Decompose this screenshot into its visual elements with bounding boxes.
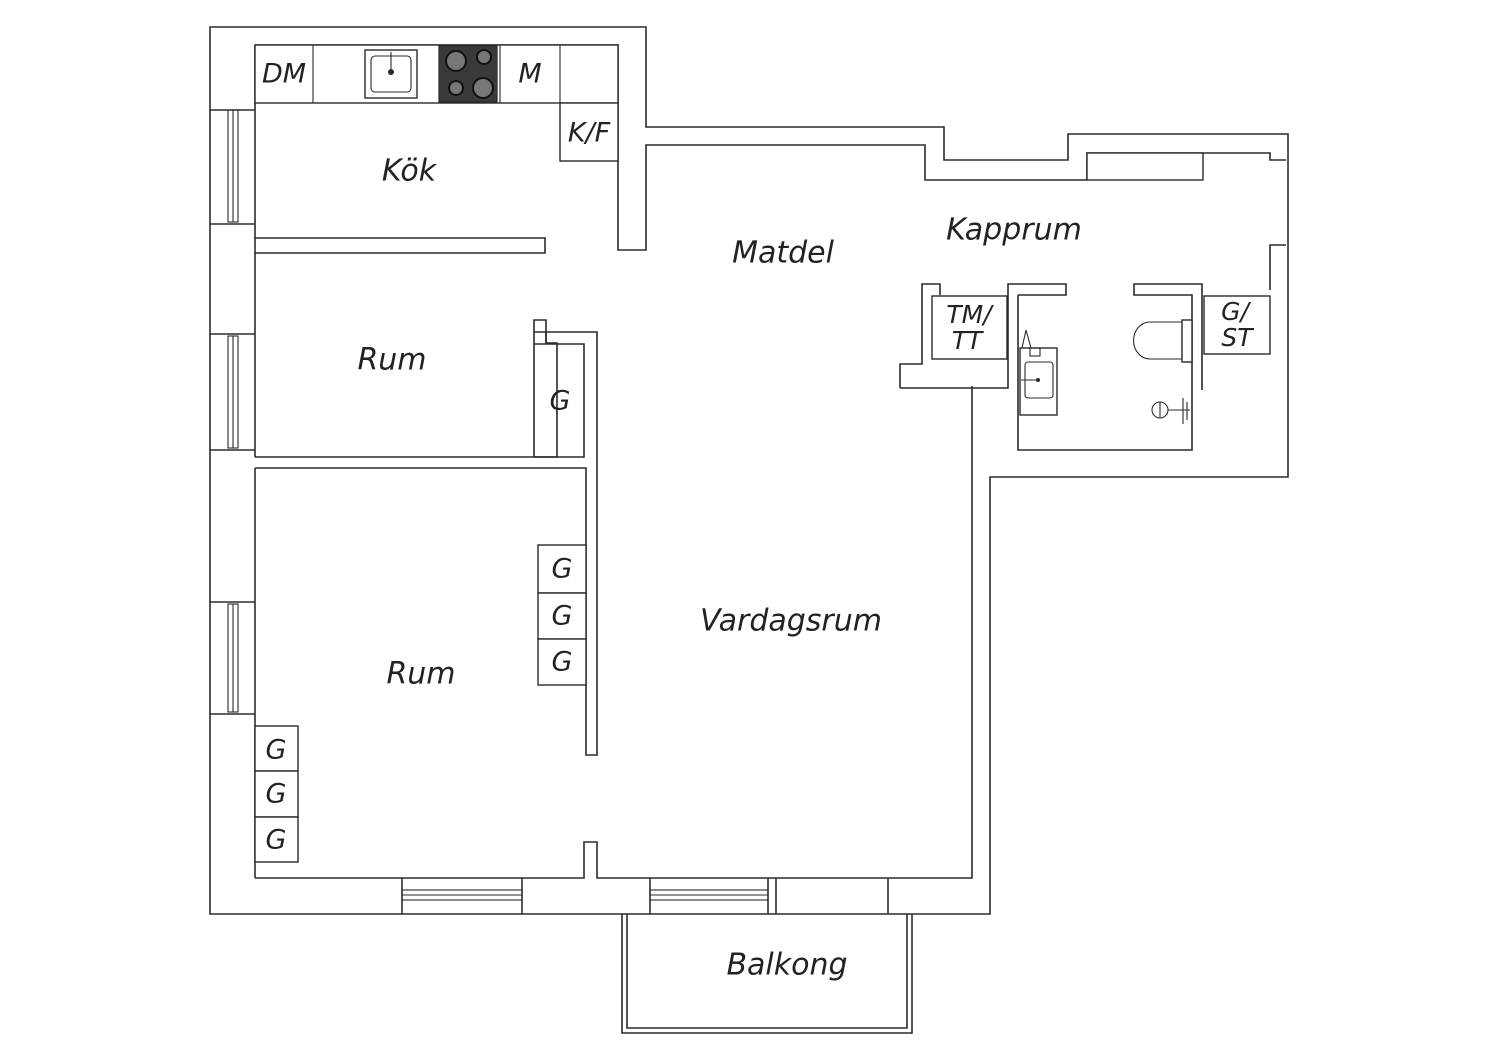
room-label-kok: Kök [382, 154, 438, 189]
microwave-label: M [518, 59, 541, 90]
windows-left [210, 109, 255, 715]
interior-walls [255, 152, 1204, 756]
wardrobe-upper-label: G [550, 386, 571, 417]
room-label-balkong: Balkong [726, 948, 847, 983]
washbasin-icon [1019, 329, 1058, 416]
wardrobe-mid-1-label: G [552, 554, 573, 585]
fridge-freezer-label: K/F [568, 118, 611, 149]
stove-icon [438, 45, 498, 103]
wardrobe-mid-2-label: G [552, 601, 573, 632]
washer-label-line1: TM/ [946, 300, 994, 329]
room-label-vardagsrum: Vardagsrum [700, 604, 882, 639]
shower-icon [1151, 398, 1190, 424]
room-labels: Kök Matdel Kapprum Rum Rum Vardagsrum Ba… [357, 154, 1081, 983]
washer-dryer: TM/ TT [931, 295, 1008, 360]
dishwasher-label: DM [262, 59, 306, 90]
kitchen-sink-icon [364, 49, 418, 99]
wardrobe-low-1-label: G [266, 735, 287, 766]
wardrobe-mid-3-label: G [552, 647, 573, 678]
balcony [621, 914, 913, 1034]
outer-walls [209, 26, 1289, 915]
washer-label-line2: TT [952, 326, 984, 355]
closet-label-line2: ST [1221, 323, 1254, 352]
kitchen-counter: DM M K/F [254, 44, 619, 162]
wardrobes-low: G G G [254, 725, 299, 863]
closet-cleaning: G/ ST [1203, 295, 1271, 355]
room-label-rum-upper: Rum [357, 343, 426, 378]
toilet-icon [1133, 319, 1193, 363]
room-label-kapprum: Kapprum [946, 213, 1082, 248]
room-label-rum-lower: Rum [386, 657, 455, 692]
wardrobe-low-3-label: G [266, 825, 287, 856]
windows-bottom [401, 878, 889, 914]
wardrobes-mid: G G G [537, 544, 587, 686]
closet-label-line1: G/ [1221, 297, 1251, 326]
wardrobe-low-2-label: G [266, 779, 287, 810]
wardrobe-upper: G [550, 386, 571, 417]
room-label-matdel: Matdel [732, 236, 835, 271]
